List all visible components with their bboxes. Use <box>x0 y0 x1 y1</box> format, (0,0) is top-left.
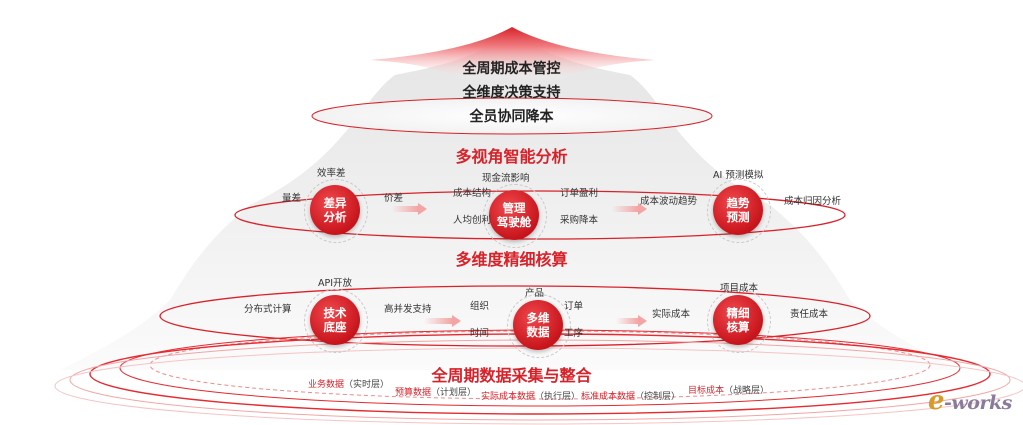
label-actual-cost: 实际成本 <box>652 309 691 320</box>
data-source-business: 业务数据（实时层） <box>308 377 389 390</box>
data-source-layer: （实时层） <box>344 380 390 390</box>
node-label-line1: 管理 <box>502 201 526 215</box>
node-management-cockpit: 管理 驾驶舱 <box>489 190 539 240</box>
node-tech-foundation: 技术 底座 <box>310 295 360 345</box>
label-per-capita-profit: 人均创利 <box>453 215 492 226</box>
label-project-cost: 项目成本 <box>720 283 759 294</box>
node-label-line2: 预测 <box>726 210 750 224</box>
label-procurement-saving: 采购降本 <box>560 215 599 226</box>
logo-text: -works <box>944 392 1012 414</box>
label-order-profit: 订单盈利 <box>560 188 599 199</box>
data-source-name: 目标成本 <box>688 386 725 396</box>
label-responsibility-cost: 责任成本 <box>790 309 829 320</box>
arrow-body <box>612 206 638 212</box>
node-trend-forecast: 趋势 预测 <box>713 185 763 235</box>
node-label-line1: 趋势 <box>726 196 750 210</box>
goal-3: 全员协同降本 <box>469 109 554 125</box>
node-fine-accounting: 精细 核算 <box>713 295 763 345</box>
label-cost-attribution: 成本归因分析 <box>784 196 842 207</box>
label-distributed-computing: 分布式计算 <box>244 304 292 315</box>
arrow-body <box>392 206 418 212</box>
data-source-layer: （战略层） <box>724 386 770 396</box>
arrow-right-icon <box>418 203 427 215</box>
arrow-right-icon <box>638 315 647 327</box>
data-source-name: 业务数据 <box>308 380 345 390</box>
arrow-body <box>424 318 452 324</box>
node-ring <box>483 184 547 248</box>
node-label-line2: 底座 <box>323 320 347 334</box>
label-organization: 组织 <box>470 301 490 312</box>
node-label-line1: 技术 <box>323 306 347 320</box>
node-label-line1: 差异 <box>323 196 347 210</box>
logo-prefix: e <box>928 386 945 416</box>
node-label-line2: 核算 <box>726 320 750 334</box>
node-multidim-data: 多维 数据 <box>513 300 563 350</box>
data-source-layer: （控制层） <box>635 392 681 402</box>
data-source-target-cost: 目标成本（战略层） <box>688 383 769 396</box>
label-product: 产品 <box>525 288 545 299</box>
goal-1: 全周期成本管控 <box>462 61 561 77</box>
arrow-right-icon <box>638 203 647 215</box>
node-label-line2: 驾驶舱 <box>496 215 532 229</box>
node-label-line1: 多维 <box>526 311 550 325</box>
data-source-standard-cost: 标准成本数据（控制层） <box>581 389 680 402</box>
layer-top-ring <box>234 190 846 240</box>
data-source-layer: （计划层） <box>431 388 477 398</box>
layer-top-title: 多视角智能分析 <box>455 147 568 166</box>
label-process: 工序 <box>564 328 584 339</box>
label-cost-fluctuation: 成本波动趋势 <box>640 196 698 207</box>
label-ai-forecast: AI 预测模拟 <box>713 170 764 181</box>
data-source-actual-cost: 实际成本数据（执行层） <box>481 389 580 402</box>
data-source-layer: （执行层） <box>535 392 581 402</box>
node-label-line2: 数据 <box>526 325 550 339</box>
node-label-line1: 精细 <box>726 306 750 320</box>
layer-middle-title: 多维度精细核算 <box>455 250 568 269</box>
label-high-concurrency: 高并发支持 <box>384 304 432 315</box>
label-quantity-variance: 量差 <box>282 193 302 204</box>
node-ring <box>707 289 771 353</box>
node-ring <box>707 179 771 243</box>
peak-roof <box>370 27 655 82</box>
label-cost-structure: 成本结构 <box>453 188 492 199</box>
node-ring <box>304 289 368 353</box>
data-source-budget: 预算数据（计划层） <box>395 385 476 398</box>
label-order: 订单 <box>564 301 584 312</box>
node-variance-analysis: 差异 分析 <box>310 185 360 235</box>
goal-2: 全维度决策支持 <box>462 85 561 101</box>
arrow-body <box>616 318 638 324</box>
label-time: 时间 <box>470 328 490 339</box>
e-works-logo: e-works <box>928 386 1012 416</box>
layer-bottom-title: 全周期数据采集与整合 <box>431 366 592 385</box>
data-source-name: 标准成本数据 <box>581 392 636 402</box>
label-api-open: API开放 <box>318 278 353 289</box>
data-source-name: 实际成本数据 <box>481 392 536 402</box>
label-efficiency-variance: 效率差 <box>317 168 346 179</box>
node-label-line2: 分析 <box>323 210 347 224</box>
node-ring <box>304 179 368 243</box>
label-price-variance: 价差 <box>384 193 404 204</box>
goal-ellipse <box>311 97 713 135</box>
data-source-name: 预算数据 <box>395 388 432 398</box>
label-cash-flow-impact: 现金流影响 <box>482 173 530 184</box>
arrow-right-icon <box>452 315 461 327</box>
node-ring <box>507 294 571 358</box>
